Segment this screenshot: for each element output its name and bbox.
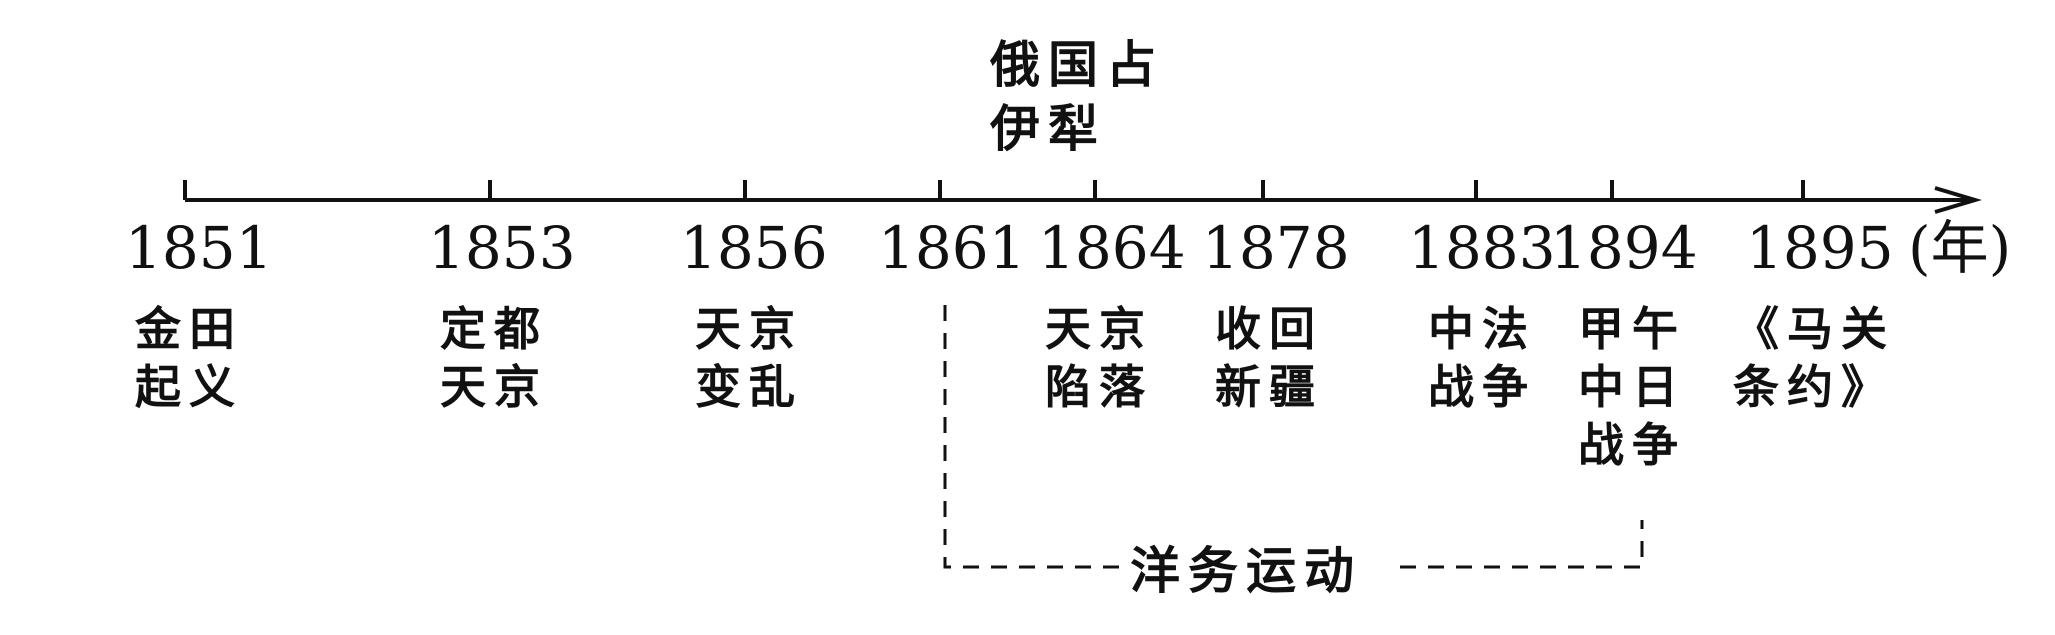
span-label: 洋务运动	[1130, 541, 1362, 600]
event-1853-line-2: 天京	[440, 360, 548, 414]
event-1883-line-1: 中法	[1428, 302, 1536, 356]
event-1895-line-1: 《马关	[1733, 302, 1895, 356]
year-label-1861: 1861	[878, 214, 1026, 282]
event-above-line-1: 俄国占	[989, 35, 1164, 94]
year-label-1864: 1864	[1038, 214, 1186, 282]
event-1864-line-2: 陷落	[1045, 360, 1153, 414]
year-label-1853: 1853	[428, 214, 576, 282]
year-label-1894: 1894	[1550, 214, 1698, 282]
year-label-1878: 1878	[1202, 214, 1350, 282]
event-above-line-2: 伊犁	[989, 99, 1106, 158]
event-1851-line-2: 起义	[135, 360, 243, 414]
event-1864-line-1: 天京	[1045, 302, 1153, 356]
event-1851-line-1: 金田	[134, 302, 243, 356]
event-1895-line-2: 条约》	[1733, 360, 1895, 414]
year-label-1883: 1883	[1408, 214, 1556, 282]
event-1878-line-1: 收回	[1215, 302, 1323, 356]
event-1856-line-2: 变乱	[695, 360, 803, 414]
event-1894-line-2: 中日	[1578, 360, 1686, 414]
tick-group	[183, 180, 1805, 200]
event-1894-line-1: 甲午	[1578, 302, 1686, 356]
event-1883-line-2: 战争	[1428, 360, 1536, 414]
year-label-1856: 1856	[680, 214, 828, 282]
year-label-1895: 1895	[1746, 214, 1894, 282]
event-1856-line-1: 天京	[695, 302, 803, 356]
axis-arrow-icon	[1934, 186, 1982, 214]
year-label-1851: 1851	[125, 214, 273, 282]
event-1878-line-2: 新疆	[1215, 360, 1323, 414]
event-1853-line-1: 定都	[440, 302, 548, 356]
event-1894-line-3: 战争	[1578, 418, 1686, 472]
span-bracket	[943, 305, 1644, 569]
axis-unit-label: (年)	[1908, 214, 2011, 282]
